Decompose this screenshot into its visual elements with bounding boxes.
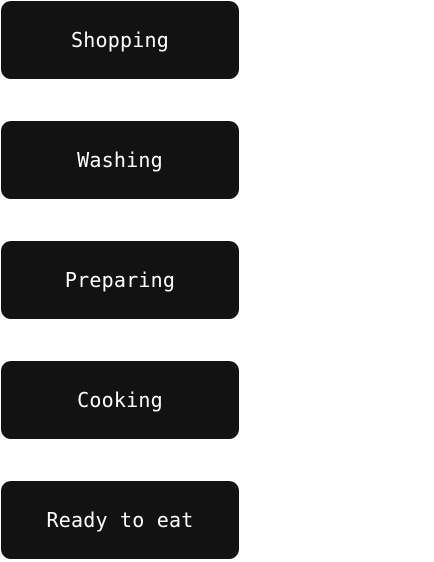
cooking-button[interactable]: Cooking (1, 361, 239, 439)
preparing-button[interactable]: Preparing (1, 241, 239, 319)
ready-to-eat-button[interactable]: Ready to eat (1, 481, 239, 559)
shopping-button[interactable]: Shopping (1, 1, 239, 79)
washing-button[interactable]: Washing (1, 121, 239, 199)
